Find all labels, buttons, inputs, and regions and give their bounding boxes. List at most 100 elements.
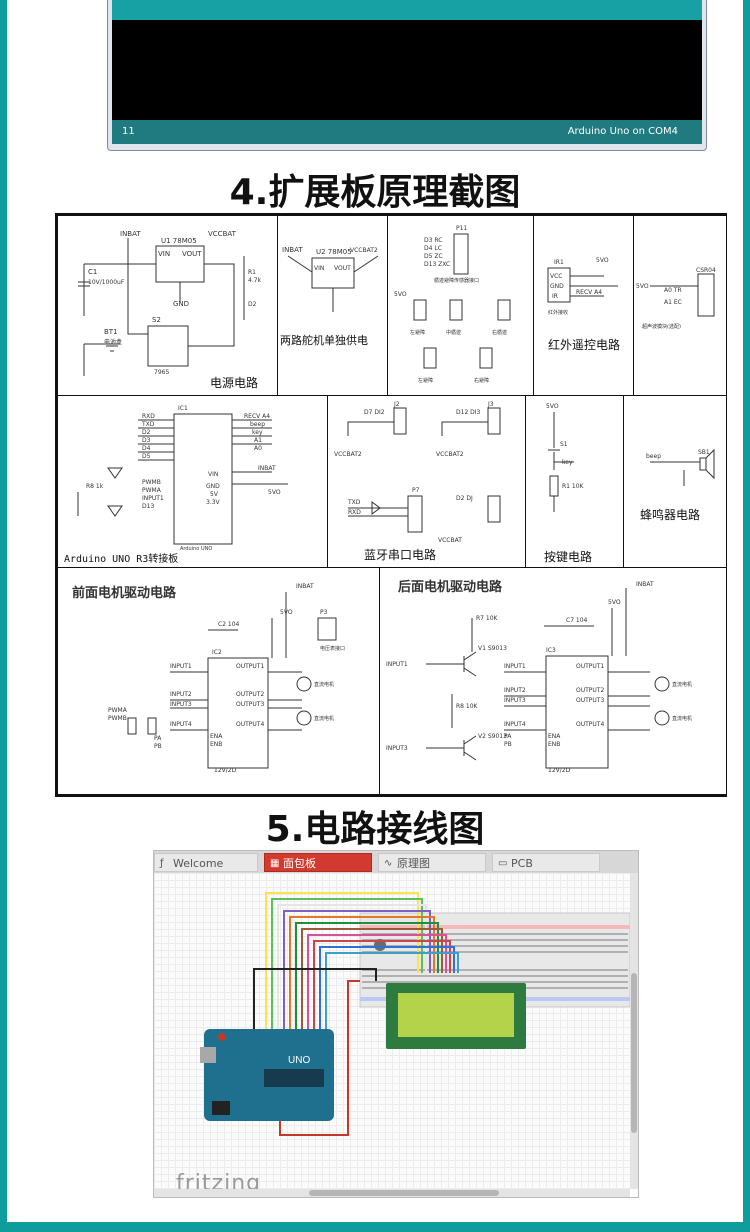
power-supply-panel: INBAT VCCBAT U1 78M05 VIN VOUT GND C1 10… [57, 215, 279, 397]
svg-text:直流电机: 直流电机 [314, 681, 334, 688]
svg-text:INBAT: INBAT [636, 581, 654, 588]
svg-text:PB: PB [504, 741, 512, 748]
ultrasonic-panel: CSR04 5VO A0 TR A1 EC 超声波模块(选配) [633, 215, 727, 397]
buzzer-panel: beep SB1 蜂鸣器电路 [623, 395, 727, 569]
svg-text:R8 1k: R8 1k [86, 483, 104, 490]
svg-text:OUTPUT2: OUTPUT2 [236, 691, 264, 698]
svg-text:beep: beep [250, 421, 265, 428]
svg-text:INPUT4: INPUT4 [170, 721, 192, 728]
svg-text:左避障: 左避障 [418, 377, 433, 384]
svg-text:INBAT: INBAT [296, 583, 314, 590]
power-label-inbat: INBAT [120, 230, 141, 238]
vertical-scrollbar[interactable] [630, 873, 638, 1189]
svg-text:5VO: 5VO [280, 609, 293, 616]
svg-text:3.3V: 3.3V [206, 499, 221, 506]
svg-text:右循迹: 右循迹 [492, 329, 507, 336]
svg-text:VCCBAT: VCCBAT [208, 230, 237, 238]
svg-text:PWMB: PWMB [142, 479, 161, 486]
svg-text:超声波模块(选配): 超声波模块(选配) [642, 323, 681, 330]
breadboard-diagram: UNO [200, 892, 630, 1136]
jumper-wire [265, 892, 419, 1033]
svg-text:GND: GND [173, 300, 189, 308]
jumper-wire [325, 952, 459, 1033]
breadboard-rail [360, 925, 630, 929]
svg-text:5VO: 5VO [596, 257, 609, 264]
svg-text:D2: D2 [248, 301, 257, 308]
svg-text:IC3: IC3 [546, 647, 556, 654]
svg-text:J2: J2 [393, 401, 400, 408]
svg-text:V1 S9013: V1 S9013 [478, 645, 507, 652]
svg-text:VCCBAT2: VCCBAT2 [334, 451, 362, 458]
tab-breadboard-label: 面包板 [283, 857, 316, 870]
jumper-wire [313, 940, 451, 1033]
svg-text:PB: PB [154, 743, 162, 750]
arduino-uno-label: UNO [288, 1055, 310, 1066]
svg-text:RECV A4: RECV A4 [244, 413, 270, 420]
svg-text:VOUT: VOUT [334, 265, 351, 272]
svg-text:J3: J3 [487, 401, 494, 408]
svg-text:IC2: IC2 [212, 649, 222, 656]
section5-title: 5.电路接线图 [265, 809, 485, 850]
vertical-scroll-thumb[interactable] [631, 973, 637, 1133]
svg-text:P3: P3 [320, 609, 328, 616]
tab-schematic[interactable]: ∿ 原理图 [378, 853, 486, 872]
svg-text:D3 RC: D3 RC [424, 237, 442, 244]
svg-text:OUTPUT4: OUTPUT4 [576, 721, 604, 728]
fritzing-tab-bar: ƒ Welcome ▦ 面包板 ∿ 原理图 ▭ PCB [154, 851, 638, 873]
svg-text:PWMA: PWMA [142, 487, 162, 494]
svg-text:INPUT1: INPUT1 [386, 661, 408, 668]
svg-text:TXD: TXD [141, 421, 155, 428]
svg-text:Arduino UNO: Arduino UNO [180, 546, 212, 552]
svg-text:CSR04: CSR04 [696, 267, 716, 274]
bluetooth-panel: D7 DI2 D12 DI3 J2 J3 VCCBAT2 VCCBAT2 TXD… [327, 395, 527, 569]
svg-text:U2 78M05: U2 78M05 [316, 248, 352, 256]
bluetooth-title: 蓝牙串口电路 [364, 548, 437, 562]
rear-motor-title: 后面电机驱动电路 [398, 580, 503, 595]
svg-text:INPUT1: INPUT1 [504, 663, 526, 670]
svg-text:PA: PA [504, 733, 512, 740]
front-motor-panel: IC2 INPUT1 INPUT2 INPUT3 INPUT4 OUTPUT1 … [57, 567, 381, 795]
horizontal-scrollbar[interactable] [154, 1189, 630, 1197]
svg-text:U1 78M05: U1 78M05 [161, 237, 197, 245]
svg-text:7965: 7965 [154, 369, 169, 376]
svg-text:RECV A4: RECV A4 [576, 289, 602, 296]
svg-text:INPUT1: INPUT1 [142, 495, 164, 502]
svg-text:V2 S9013: V2 S9013 [478, 733, 507, 740]
tab-schematic-label: 原理图 [397, 857, 430, 870]
svg-text:循迹避障传感器接口: 循迹避障传感器接口 [434, 277, 479, 284]
arduino-adapter-panel: IC1 RXD TXD D2 D3 D4 D5 PWMB PWMA INPUT1… [57, 395, 329, 569]
svg-text:key: key [562, 459, 573, 466]
breadboard-canvas[interactable]: UNO fritzing [154, 873, 630, 1189]
svg-text:OUTPUT3: OUTPUT3 [236, 701, 264, 708]
svg-text:OUTPUT2: OUTPUT2 [576, 687, 604, 694]
tab-pcb[interactable]: ▭ PCB [492, 853, 600, 872]
svg-text:SB1: SB1 [698, 449, 710, 456]
tab-welcome-label: Welcome [173, 857, 224, 870]
line-tracking-panel: D3 RC D4 LC D5 ZC D13 ZXC P11 循迹避障传感器接口 … [387, 215, 535, 397]
jumper-wire [301, 928, 443, 1033]
svg-text:ENA: ENA [210, 733, 223, 740]
svg-text:INBAT: INBAT [258, 465, 276, 472]
fritzing-logo: fritzing [176, 1171, 262, 1189]
svg-text:红外接收: 红外接收 [548, 309, 568, 316]
tab-breadboard[interactable]: ▦ 面包板 [264, 853, 372, 872]
jumper-wire [289, 916, 435, 1033]
svg-text:D13 ZXC: D13 ZXC [424, 261, 450, 268]
section4-title: 4.扩展板原理截图 [229, 172, 521, 213]
svg-text:D5: D5 [142, 453, 151, 460]
svg-text:VCCBAT2: VCCBAT2 [436, 451, 464, 458]
svg-text:IR: IR [552, 293, 558, 300]
svg-text:R7 10K: R7 10K [476, 615, 499, 622]
svg-text:VIN: VIN [158, 250, 170, 258]
tab-welcome[interactable]: ƒ Welcome [154, 853, 258, 872]
svg-text:VCC: VCC [550, 273, 562, 280]
svg-text:PWMB: PWMB [108, 715, 127, 722]
svg-text:INBAT: INBAT [282, 246, 303, 254]
svg-text:INPUT2: INPUT2 [170, 691, 192, 698]
svg-text:S2: S2 [152, 316, 161, 324]
svg-text:10V/1000uF: 10V/1000uF [88, 279, 125, 286]
power-supply-title: 电源电路 [210, 376, 259, 390]
svg-text:key: key [252, 429, 263, 436]
svg-text:GND: GND [550, 283, 564, 290]
horizontal-scroll-thumb[interactable] [309, 1190, 499, 1196]
